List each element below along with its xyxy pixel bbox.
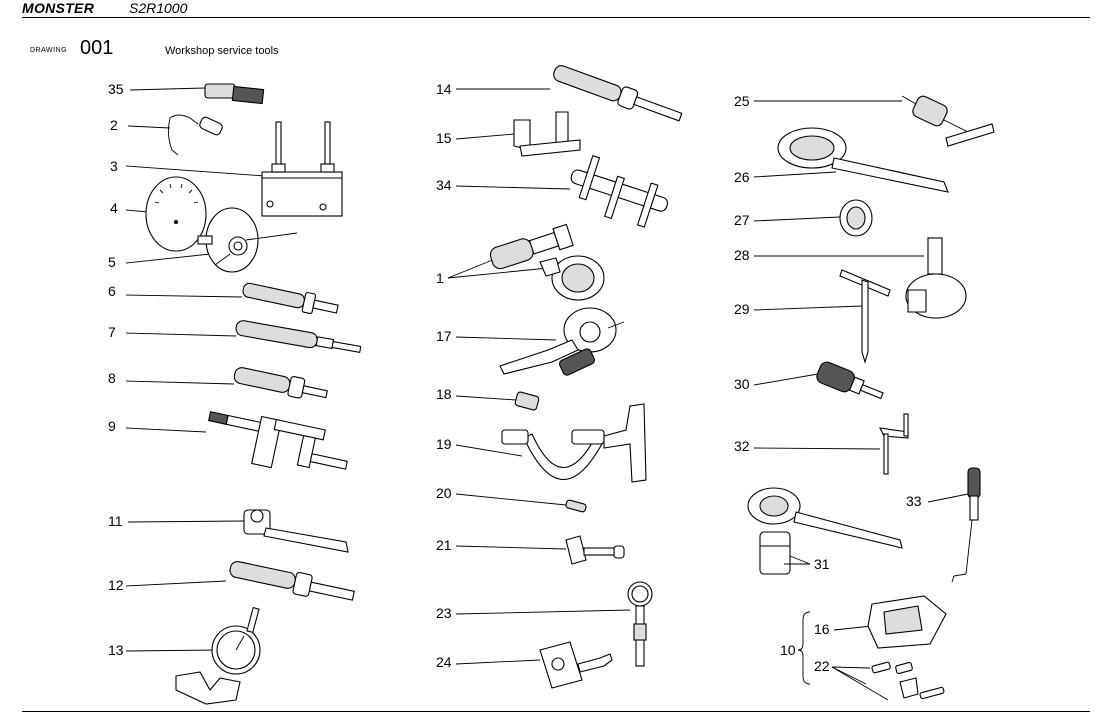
- tool-15: 15: [436, 111, 581, 157]
- tool-28: 28: [734, 237, 967, 319]
- callout-17: 17: [436, 328, 452, 344]
- drawing-number: 001: [80, 37, 114, 59]
- tool-6: 6: [108, 282, 339, 315]
- tool-30: 30: [734, 361, 884, 400]
- tool-2: 2: [110, 114, 223, 156]
- callout-19: 19: [436, 436, 452, 452]
- tool-17: 17: [436, 307, 625, 376]
- callout-30: 30: [734, 376, 750, 392]
- callout-1: 1: [436, 270, 444, 286]
- callout-24: 24: [436, 654, 452, 670]
- tool-10: 10 16 22: [780, 595, 947, 701]
- callout-18: 18: [436, 386, 452, 402]
- callout-3: 3: [110, 158, 118, 174]
- tool-13: 13: [108, 606, 261, 705]
- callout-12: 12: [108, 577, 124, 593]
- callout-32: 32: [734, 438, 750, 454]
- callout-8: 8: [108, 370, 116, 386]
- callout-6: 6: [108, 283, 116, 299]
- callout-2: 2: [110, 117, 118, 133]
- callout-5: 5: [108, 254, 116, 270]
- tool-14: 14: [436, 65, 683, 122]
- callout-26: 26: [734, 169, 750, 185]
- callout-7: 7: [108, 324, 116, 340]
- tool-24: 24: [436, 641, 613, 689]
- callout-22: 22: [814, 658, 830, 674]
- tool-34: 34: [436, 154, 669, 228]
- callout-15: 15: [436, 130, 452, 146]
- drawing-label: DRAWING: [30, 47, 68, 54]
- callout-13: 13: [108, 642, 124, 658]
- tool-12: 12: [108, 560, 355, 601]
- tool-21: 21: [436, 535, 625, 565]
- callout-27: 27: [734, 212, 750, 228]
- callout-14: 14: [436, 81, 452, 97]
- tool-7: 7: [108, 320, 362, 353]
- callout-33: 33: [906, 493, 922, 509]
- page-header: MONSTER S2R1000: [22, 0, 1090, 18]
- callout-21: 21: [436, 537, 452, 553]
- tool-25: 25: [734, 93, 995, 147]
- tool-31: 31: [747, 487, 903, 575]
- callout-34: 34: [436, 177, 452, 193]
- callout-31: 31: [814, 556, 830, 572]
- callout-28: 28: [734, 247, 750, 263]
- callout-23: 23: [436, 605, 452, 621]
- tool-26: 26: [734, 127, 949, 193]
- tool-5: 5: [108, 207, 298, 273]
- tool-3: 3: [110, 121, 343, 217]
- model-variant: S2R1000: [129, 0, 188, 16]
- callout-20: 20: [436, 485, 452, 501]
- tool-20: 20: [436, 485, 587, 513]
- tool-23: 23: [436, 581, 653, 667]
- callout-35: 35: [108, 81, 124, 97]
- callout-16: 16: [814, 621, 830, 637]
- drawing-title: Workshop service tools: [165, 45, 279, 57]
- tool-29: 29: [734, 269, 891, 364]
- tool-1: 1: [436, 223, 605, 301]
- model-name: MONSTER: [22, 0, 95, 16]
- tool-4: 4: [110, 176, 207, 252]
- tool-27: 27: [734, 199, 873, 237]
- callout-29: 29: [734, 301, 750, 317]
- callout-9: 9: [108, 418, 116, 434]
- tool-11: 11: [108, 509, 349, 553]
- callout-10: 10: [780, 642, 796, 658]
- tool-18: 18: [436, 386, 540, 411]
- tool-9: 9: [108, 411, 348, 470]
- callout-4: 4: [110, 200, 118, 216]
- tool-33: 33: [906, 467, 981, 583]
- tool-8: 8: [108, 367, 328, 399]
- callout-25: 25: [734, 93, 750, 109]
- tool-32: 32: [734, 413, 909, 475]
- tool-19: 19: [436, 403, 647, 483]
- callout-11: 11: [108, 513, 123, 529]
- footer-rule: [22, 711, 1090, 712]
- tool-35: 35: [108, 81, 265, 105]
